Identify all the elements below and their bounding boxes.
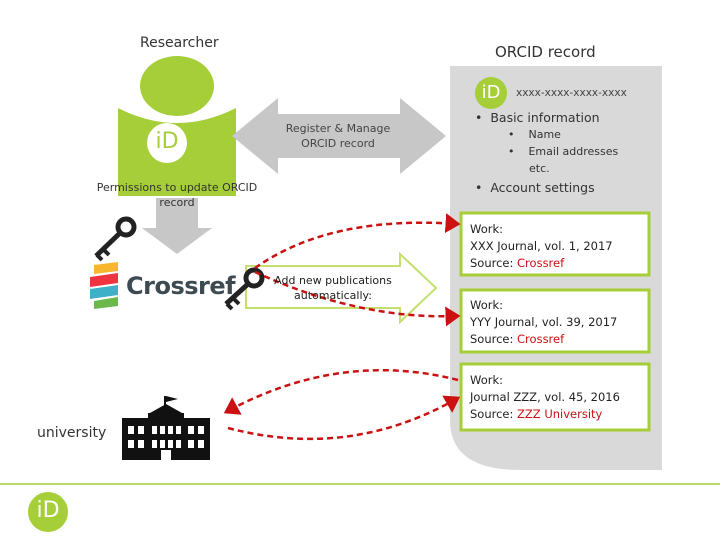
work-1-source-label: Source: (470, 256, 514, 270)
researcher-label: Researcher (140, 35, 219, 51)
crossref-name: Crossref (126, 272, 236, 300)
basic-info-item: • Basic information (475, 110, 600, 125)
key-icon-1 (94, 216, 137, 262)
work-item-3: Work: Journal ZZZ, vol. 45, 2016 Source:… (464, 369, 646, 427)
work-1-heading: Work: (470, 222, 503, 236)
register-arrow-label: Register & Manage ORCID record (285, 122, 391, 150)
record-id-logo-text: iD (481, 82, 501, 103)
work-2-line: YYY Journal, vol. 39, 2017 (470, 315, 618, 329)
orcid-record-title: ORCID record (495, 43, 596, 61)
work-item-1: Work: XXX Journal, vol. 1, 2017 Source: … (464, 218, 646, 272)
researcher-person-icon (118, 56, 236, 196)
key-icon-2 (224, 267, 265, 311)
work-2-source-label: Source: (470, 332, 514, 346)
work-1-line: XXX Journal, vol. 1, 2017 (470, 239, 613, 253)
work-item-2: Work: YYY Journal, vol. 39, 2017 Source:… (464, 294, 646, 348)
red-arrow-crossref-to-work2 (254, 270, 461, 327)
sub-item-email: • Email addresses (508, 145, 619, 158)
permissions-down-arrow (142, 198, 212, 254)
add-publications-arrow (245, 251, 438, 325)
work-1-source: Crossref (517, 256, 565, 270)
work-3-source: ZZZ University (517, 407, 603, 421)
register-double-arrow (232, 98, 446, 174)
sub-item-name: • Name (508, 128, 561, 141)
account-settings-item: • Account settings (475, 180, 595, 195)
work-2-heading: Work: (470, 298, 503, 312)
red-arrow-work3-to-university (223, 368, 459, 415)
red-arrow-university-to-work3 (227, 395, 461, 441)
university-label: university (37, 425, 107, 441)
work-2-source: Crossref (517, 332, 565, 346)
researcher-id-text: iD (155, 129, 179, 154)
university-building-icon (122, 396, 210, 460)
work-box-1-bg (459, 211, 651, 277)
add-publications-label: Add new publications automatically: (274, 274, 392, 302)
crossref-logo-icon (90, 262, 118, 309)
red-arrow-crossref-to-work1 (254, 213, 461, 270)
work-box-2-bg (459, 288, 651, 354)
permissions-label: Permissions to update ORCID record (96, 181, 258, 209)
work-box-3-bg (459, 362, 651, 432)
sub-item-etc: etc. (529, 162, 550, 175)
footer-logo-text: iD (36, 498, 60, 523)
work-3-source-label: Source: (470, 407, 514, 421)
orcid-identifier: xxxx-xxxx-xxxx-xxxx (516, 87, 627, 99)
record-orcid-logo-icon (475, 77, 507, 109)
footer-orcid-logo-icon (28, 492, 68, 532)
work-3-line: Journal ZZZ, vol. 45, 2016 (470, 390, 620, 404)
work-3-heading: Work: (470, 373, 503, 387)
